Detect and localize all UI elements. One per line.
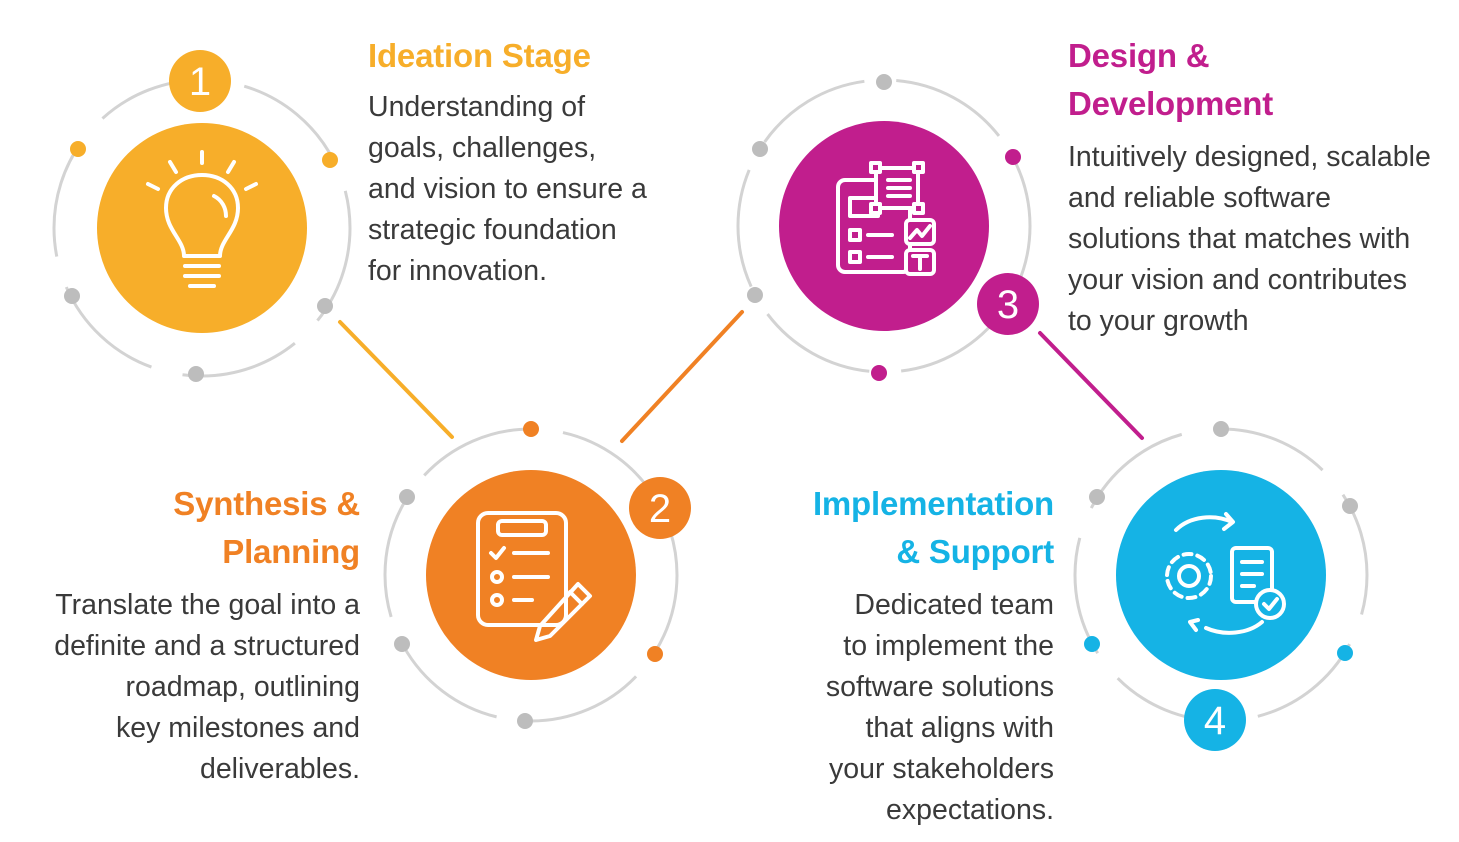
orbit-dot	[322, 152, 338, 168]
orbit-dot	[517, 713, 533, 729]
stage-2-node: 2	[383, 421, 691, 729]
orbit-dot	[317, 298, 333, 314]
stage-3-title: Design & Development	[1068, 37, 1274, 122]
step-3-number: 3	[997, 283, 1019, 327]
orbit-dot	[752, 141, 768, 157]
orbit-dot	[876, 74, 892, 90]
orbit-dot	[523, 421, 539, 437]
checklist-pencil-icon	[476, 511, 592, 642]
stage-3-description: Intuitively designed, scalable and relia…	[1068, 141, 1431, 337]
orbit-dot	[871, 365, 887, 381]
stage-1-title: Ideation Stage	[368, 37, 591, 74]
orbit-dot	[1342, 498, 1358, 514]
orbit-dot	[64, 288, 80, 304]
orbit-dot	[747, 287, 763, 303]
stage-4-description: Dedicated team to implement the software…	[825, 589, 1054, 826]
stage-4-title: Implementation & Support	[812, 485, 1054, 570]
step-4-number: 4	[1204, 699, 1226, 743]
gear-document-cycle-icon	[1165, 512, 1286, 635]
orbit-dot	[1005, 149, 1021, 165]
stage-1-description: Understanding of goals, challenges, and …	[368, 91, 647, 287]
step-1-number: 1	[189, 60, 211, 104]
stage-1-node: 1	[52, 50, 352, 382]
stage-4-node: 4	[1073, 421, 1369, 751]
connector-1-2	[338, 320, 454, 439]
orbit-dot	[1337, 645, 1353, 661]
orbit-dot	[394, 636, 410, 652]
connector-2-3	[620, 310, 744, 443]
orbit-dot	[1084, 636, 1100, 652]
orbit-dot	[70, 141, 86, 157]
stage-2-description: Translate the goal into a definite and a…	[54, 589, 360, 785]
step-1-badge	[169, 50, 231, 112]
connector-3-4	[1038, 331, 1144, 440]
step-4-badge	[1184, 689, 1246, 751]
orbit-dot	[399, 489, 415, 505]
orbit-dot	[188, 366, 204, 382]
orbit-dot	[1213, 421, 1229, 437]
step-2-number: 2	[649, 487, 671, 531]
orbit-dot	[647, 646, 663, 662]
step-2-badge	[629, 477, 691, 539]
wireframe-design-icon	[836, 161, 936, 276]
lightbulb-icon	[146, 150, 258, 288]
stage-2-title: Synthesis & Planning	[173, 485, 360, 570]
step-3-badge	[977, 273, 1039, 335]
orbit-dot	[1089, 489, 1105, 505]
stage-3-node: 3	[736, 74, 1039, 381]
